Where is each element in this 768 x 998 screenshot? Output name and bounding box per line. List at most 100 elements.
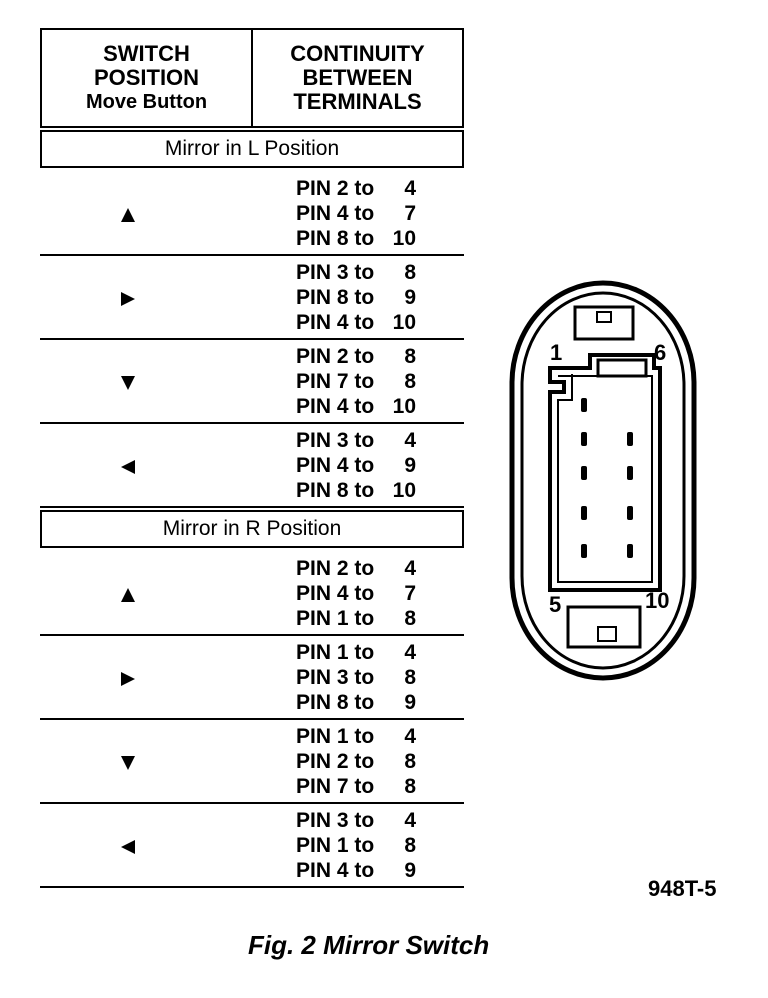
pin-to: 8 [404,666,416,689]
pin-to: 4 [404,725,416,748]
arrow-right-icon [121,292,135,306]
arrow-up-icon [121,588,135,602]
pin-to: 9 [404,286,416,309]
header-text: SWITCH [103,41,190,66]
header-continuity: CONTINUITY BETWEEN TERMINALS [253,30,462,126]
connector-bottom-latch-tab [597,626,617,642]
row-divider [40,254,464,256]
pin-pair: PIN 7 to 8 [296,369,416,394]
row-divider [40,718,464,720]
pin-to: 4 [404,177,416,200]
pin-from: PIN 4 to [296,395,375,418]
arrow-down-icon [121,376,135,390]
pin-to: 4 [404,641,416,664]
terminal-cavity [627,506,633,520]
pin-from: PIN 4 to [296,202,375,225]
pin-pair: PIN 1 to 8 [296,833,416,858]
pin-from: PIN 2 to [296,345,375,368]
terminal-cavities [581,398,633,558]
pin-to: 8 [404,345,416,368]
pin-from: PIN 7 to [296,370,375,393]
pin-from: PIN 7 to [296,775,375,798]
header-text: Move Button [85,91,208,113]
pin-pair: PIN 8 to 10 [296,478,416,503]
pin-from: PIN 1 to [296,834,375,857]
arrow-left-icon [121,840,135,854]
section-title: Mirror in L Position [40,130,464,168]
pin-from: PIN 3 to [296,809,375,832]
pin-to: 7 [404,582,416,605]
figure-caption: Fig. 2 Mirror Switch [248,930,490,960]
row-divider [40,634,464,636]
terminal-cavity [581,466,587,480]
connector-key [596,358,648,378]
table-header: SWITCH POSITION Move Button CONTINUITY B… [40,28,464,128]
arrow-up-icon [121,208,135,222]
arrow-down-icon [121,756,135,770]
terminal-cavity [627,466,633,480]
pin-to: 4 [404,557,416,580]
pin-pair: PIN 1 to 4 [296,724,416,749]
pin-label-10: 10 [645,588,669,613]
pin-pair: PIN 1 to 4 [296,640,416,665]
row-divider [40,802,464,804]
pin-from: PIN 2 to [296,750,375,773]
pin-pair: PIN 2 to 8 [296,344,416,369]
pin-from: PIN 1 to [296,725,375,748]
pin-from: PIN 4 to [296,311,375,334]
pin-to: 4 [404,429,416,452]
header-text: BETWEEN [302,65,413,90]
pin-to: 8 [404,607,416,630]
terminal-cavity [627,432,633,446]
pin-to: 8 [404,750,416,773]
pin-from: PIN 1 to [296,641,375,664]
pin-from: PIN 8 to [296,286,375,309]
terminal-cavity [581,432,587,446]
connector-top-latch [573,305,635,341]
pin-from: PIN 8 to [296,479,375,502]
row-divider [40,886,464,888]
pin-to: 9 [404,454,416,477]
row-divider [40,338,464,340]
pin-pair: PIN 4 to 7 [296,201,416,226]
section-title: Mirror in R Position [40,510,464,548]
pin-to: 8 [404,370,416,393]
connector-top-latch-tab [596,311,612,323]
arrow-left-icon [121,460,135,474]
pin-to: 10 [392,479,416,502]
pin-to: 8 [404,834,416,857]
terminal-cavity [627,544,633,558]
pin-label-1: 1 [550,340,562,365]
pin-to: 4 [404,809,416,832]
row-divider [40,506,464,508]
pin-to: 10 [392,395,416,418]
pin-to: 7 [404,202,416,225]
header-text: POSITION [93,65,200,90]
pin-label-5: 5 [549,592,561,617]
pin-pair: PIN 3 to 4 [296,808,416,833]
header-switch-position: SWITCH POSITION Move Button [42,30,253,126]
